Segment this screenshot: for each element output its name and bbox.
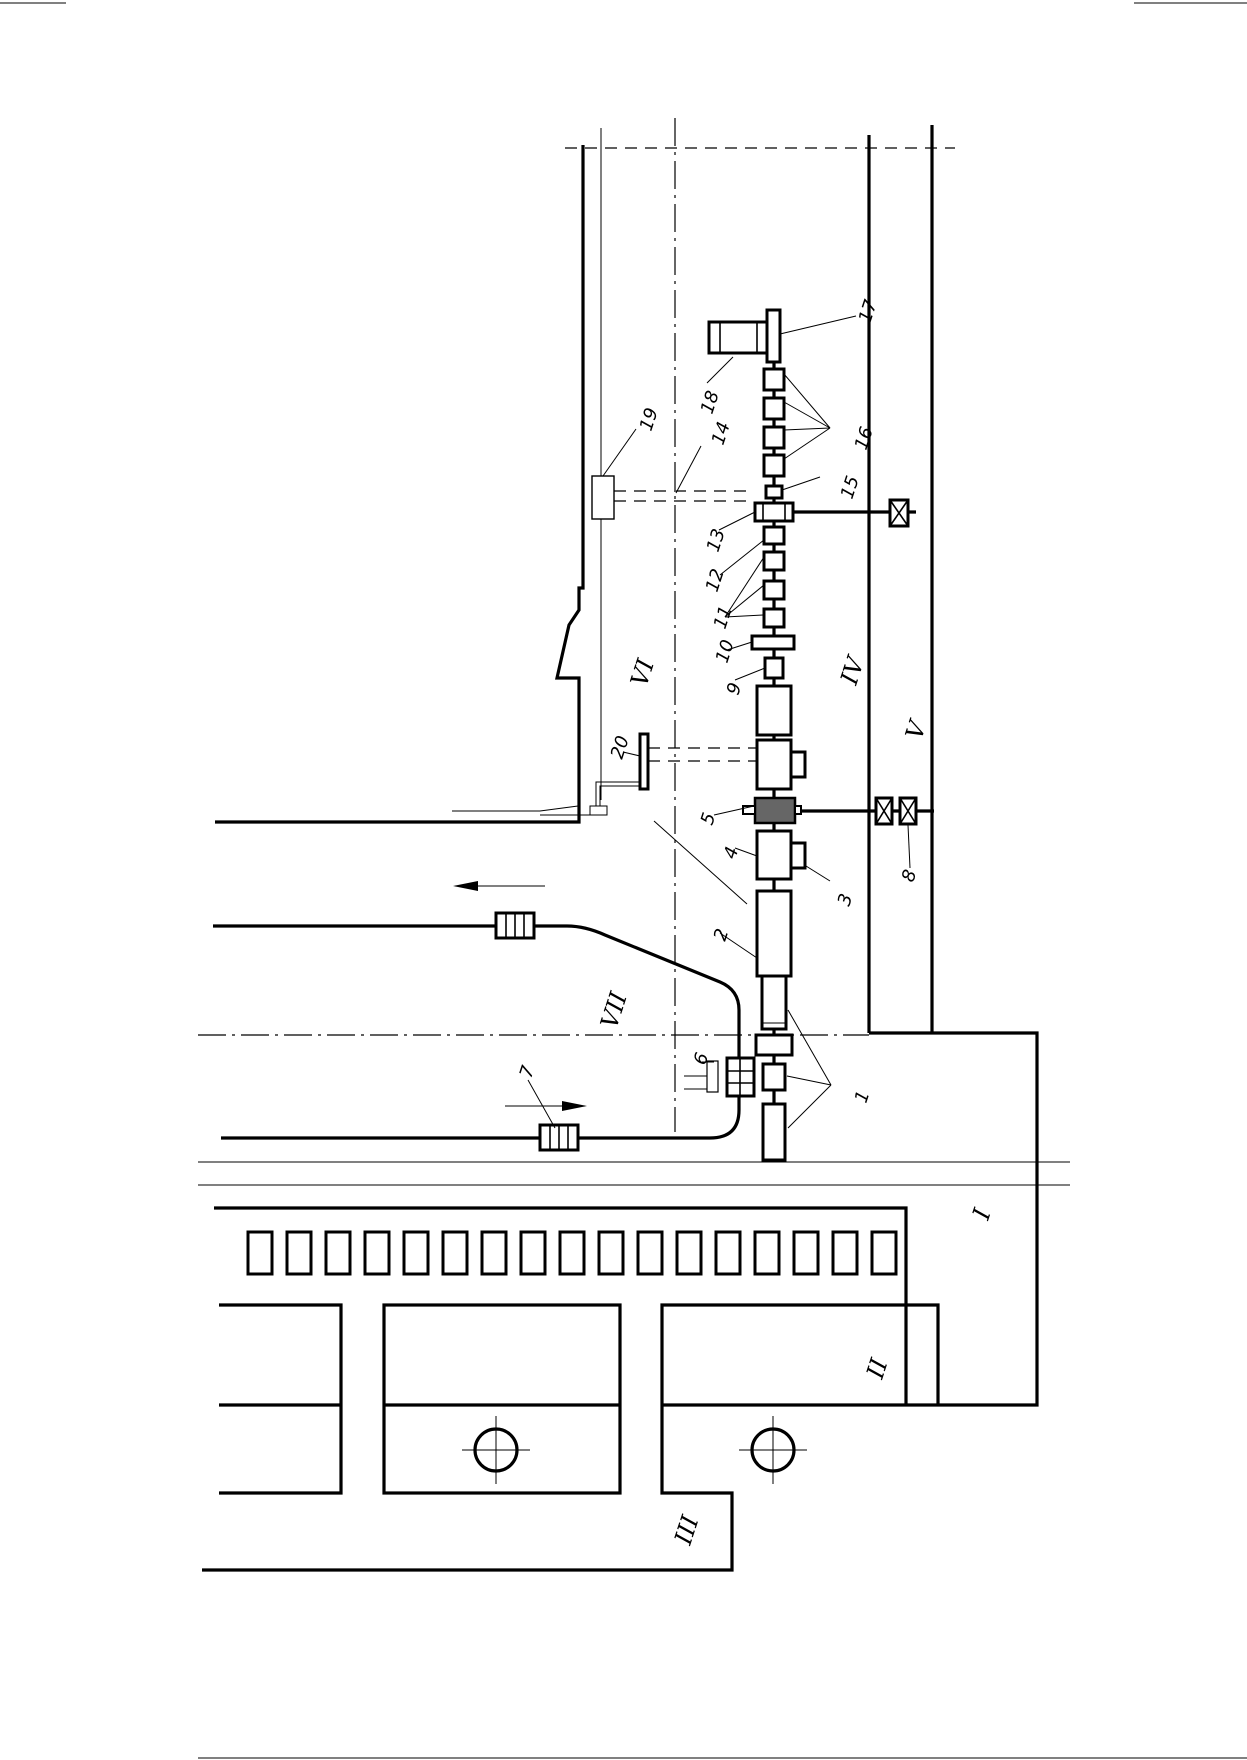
equipment-9 <box>763 656 785 680</box>
callout-20: 20 <box>607 733 634 761</box>
conveyor-carrier-upper <box>494 911 536 940</box>
equipment-2 <box>755 889 793 978</box>
equipment-18 <box>707 320 769 355</box>
equipment-20 <box>638 732 650 791</box>
equipment-4 <box>755 829 793 881</box>
callout-4: 4 <box>720 844 744 861</box>
equipment-13 <box>753 501 795 523</box>
cell-row <box>246 1230 898 1276</box>
wall-fixture <box>589 805 608 816</box>
zone-label-IV: IV <box>835 651 871 689</box>
zone-label-VI: VI <box>625 655 660 690</box>
building-walls <box>215 125 1039 1407</box>
equipment-11a <box>762 607 786 629</box>
equipment-16d <box>762 367 786 392</box>
equipment-11c <box>762 550 786 572</box>
callout-15: 15 <box>837 473 864 501</box>
zone-labels: I II III IV V VI VII <box>595 651 997 1549</box>
callout-19: 19 <box>636 405 663 433</box>
equipment-10 <box>750 634 796 651</box>
callout-14: 14 <box>708 419 735 447</box>
callout-18: 18 <box>697 388 724 416</box>
equipment-15 <box>764 484 784 500</box>
grid-lines <box>198 118 1070 1186</box>
equipment-1b <box>761 1062 787 1092</box>
flow-arrow-right <box>505 1101 587 1111</box>
callout-16: 16 <box>851 424 878 452</box>
callout-1: 1 <box>851 1088 875 1105</box>
column-circle-left <box>462 1416 530 1484</box>
callout-6: 6 <box>690 1050 714 1067</box>
callout-9: 9 <box>723 680 747 697</box>
equipment-1d <box>760 974 788 1031</box>
callout-3: 3 <box>834 891 858 908</box>
callout-17: 17 <box>855 297 882 326</box>
callout-12: 12 <box>702 566 729 594</box>
equipment-17 <box>765 308 782 364</box>
equipment-16a <box>762 453 786 478</box>
conveyor-carrier-junction <box>725 1056 756 1098</box>
callout-13: 13 <box>703 526 730 554</box>
equipment-unit-upper <box>755 738 793 791</box>
equipment-unit-plain <box>755 684 793 737</box>
zone-label-I: I <box>967 1205 997 1224</box>
branch-connections <box>452 475 934 1093</box>
lower-building <box>202 1206 940 1572</box>
flow-arrow-left <box>453 881 545 891</box>
callout-2: 2 <box>710 926 734 943</box>
zone-label-II: II <box>861 1355 894 1383</box>
equipment-12 <box>762 525 786 546</box>
equipment-16b <box>762 425 786 450</box>
zone-label-III: III <box>669 1512 705 1549</box>
equipment-1a <box>754 1033 794 1057</box>
leader-lines <box>527 315 911 1129</box>
column-circle-right <box>739 1416 807 1484</box>
callout-8: 8 <box>898 867 922 884</box>
conveyor-lines <box>213 881 756 1152</box>
callout-5: 5 <box>697 810 721 827</box>
equipment-11b <box>762 579 786 601</box>
equipment-19 <box>591 475 615 520</box>
callout-7: 7 <box>516 1063 540 1081</box>
equipment-16c <box>762 396 786 421</box>
equipment-5 <box>753 796 797 825</box>
callout-11: 11 <box>710 603 737 631</box>
zone-label-V: V <box>900 715 933 743</box>
callout-numbers: 1 2 3 4 5 6 7 8 9 10 11 12 13 14 15 16 1… <box>516 297 922 1106</box>
equipment-3 <box>789 841 807 870</box>
callout-10: 10 <box>712 637 739 665</box>
process-line <box>707 308 807 1162</box>
conveyor-carrier-lower <box>538 1123 580 1152</box>
zone-label-VII: VII <box>595 988 633 1032</box>
equipment-1c <box>761 1102 787 1162</box>
